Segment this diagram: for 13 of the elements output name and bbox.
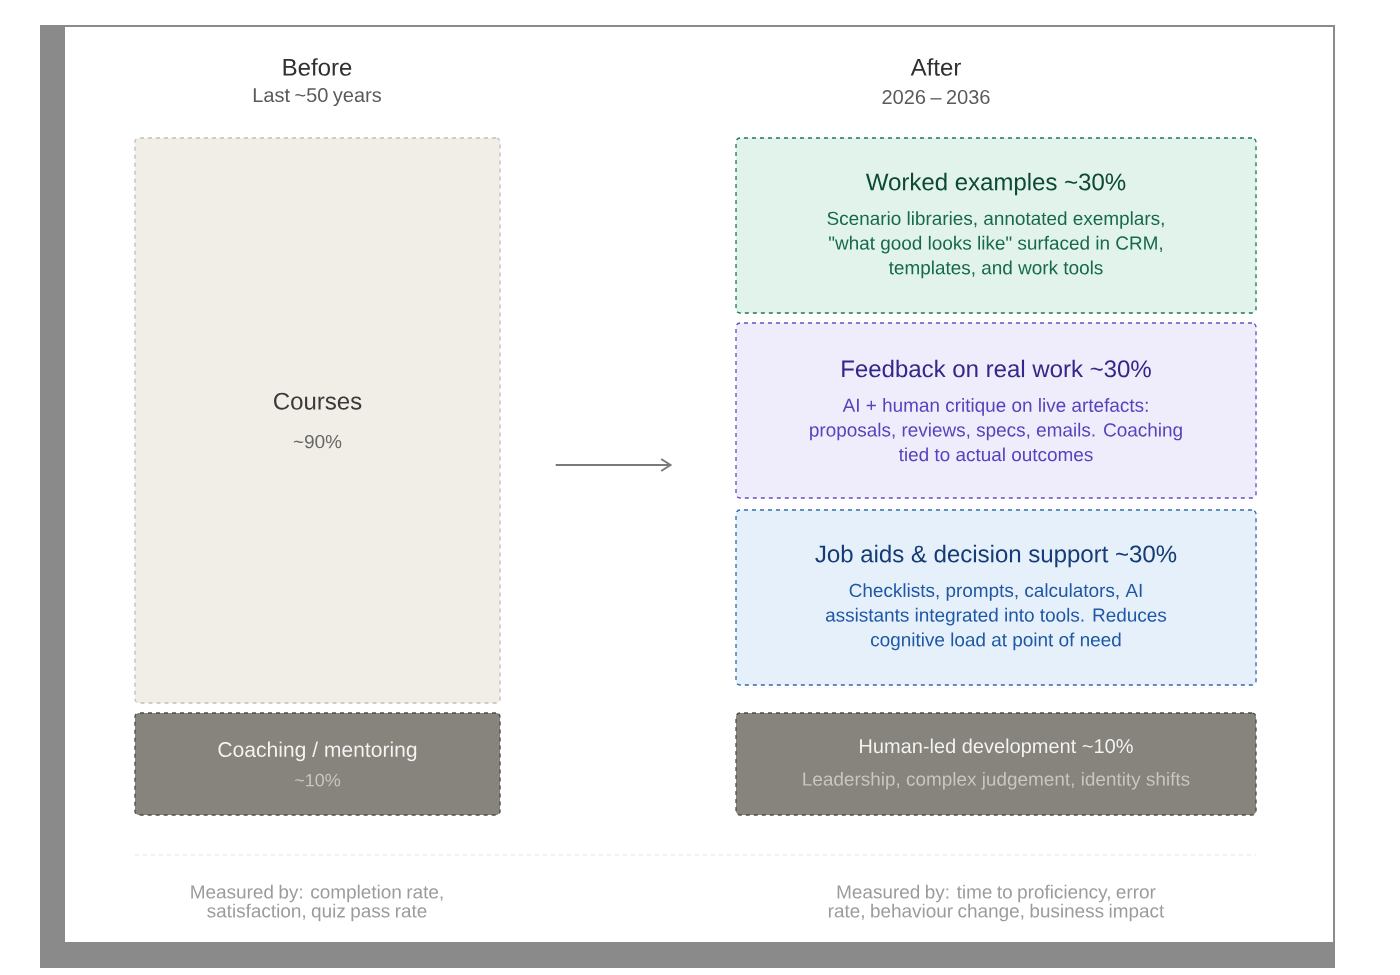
category-box: Coaching / mentoring ~10% — [134, 712, 501, 816]
column-heading: Before — [283, 58, 352, 76]
category-box: Feedback on real work ~30% AI + human critique on live artefacts: proposals, reviews, specs, emails. Coaching tied to actual outcomes — [735, 322, 1257, 499]
category-box: Courses ~90% — [134, 137, 501, 704]
arrow — [554, 458, 673, 472]
column-heading: After — [910, 58, 961, 76]
column-subheading: 2026 – 2036 — [882, 89, 990, 105]
category-box: Worked examples ~30% Scenario libraries, annotated exemplars, "what good looks like" surfaced in CRM, templates, and work tools — [735, 137, 1257, 314]
footnote-text: Measured by: time to proficiency, error rate, behaviour change, business impact — [828, 884, 1165, 922]
column-subheading: Last ~50 years — [253, 87, 381, 107]
footnote-text: Measured by: completion rate, satisfaction, quiz pass rate — [191, 884, 443, 922]
category-box: Job aids & decision support ~30% Checklists, prompts, calculators, AI assistants integrated into tools. Reduces cognitive load at point of need — [735, 509, 1257, 686]
category-box: Human-led development ~10% Leadership, complex judgement, identity shifts — [735, 712, 1257, 816]
